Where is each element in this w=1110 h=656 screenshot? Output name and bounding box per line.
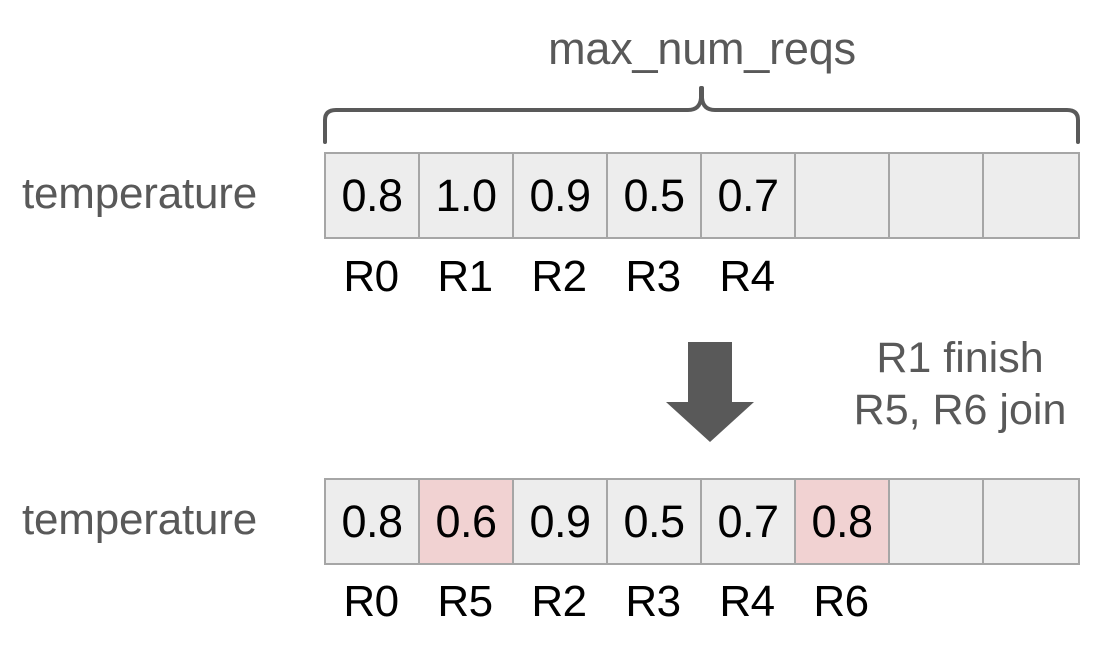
array-cell: [890, 480, 984, 563]
request-id-label: R4: [719, 252, 775, 301]
request-id-label: R2: [531, 577, 587, 626]
request-id-label: [982, 255, 1076, 299]
request-id-label: R4: [719, 577, 775, 626]
transition-line-2: R5, R6 join: [853, 386, 1067, 435]
brace-icon: [323, 86, 1080, 144]
request-id-label: R3: [625, 252, 681, 301]
request-id-label: R1: [437, 252, 493, 301]
request-id-label: [888, 255, 982, 299]
request-id-label: R6: [813, 577, 869, 626]
array-cell: 0.9: [514, 480, 608, 563]
array-cell: 0.7: [702, 480, 796, 563]
array-cell: 0.5: [608, 480, 702, 563]
array-cell: 0.5: [608, 154, 702, 237]
span-brace: [318, 84, 1084, 146]
after-request-id-row: R0 R5 R2 R3 R4 R6: [324, 580, 1076, 624]
array-cell: 0.7: [702, 154, 796, 237]
before-request-id-row: R0 R1 R2 R3 R4: [324, 255, 1076, 299]
transition-annotation: R1 finish R5, R6 join: [820, 332, 1100, 437]
request-id-label: [982, 580, 1076, 624]
transition-line-1: R1 finish: [876, 334, 1044, 382]
array-cell: [984, 154, 1078, 237]
max-num-reqs-caption: max_num_reqs: [548, 23, 856, 74]
array-cell: 0.8: [796, 480, 890, 563]
before-row-label: temperature: [22, 169, 258, 218]
array-cell: [890, 154, 984, 237]
request-id-label: R3: [625, 577, 681, 626]
array-cell: 0.6: [420, 480, 514, 563]
request-id-label: [888, 580, 982, 624]
transition-arrow: [660, 340, 760, 445]
arrow-down-icon: [666, 342, 754, 442]
array-cell: 0.8: [326, 480, 420, 563]
array-cell: 0.9: [514, 154, 608, 237]
array-cell: 0.8: [326, 154, 420, 237]
request-id-label: R0: [343, 577, 399, 626]
request-id-label: [794, 255, 888, 299]
request-id-label: R0: [343, 252, 399, 301]
request-id-label: R5: [437, 577, 493, 626]
array-cell: [984, 480, 1078, 563]
after-row-label: temperature: [22, 495, 258, 544]
array-cell: 1.0: [420, 154, 514, 237]
request-id-label: R2: [531, 252, 587, 301]
array-cell: [796, 154, 890, 237]
